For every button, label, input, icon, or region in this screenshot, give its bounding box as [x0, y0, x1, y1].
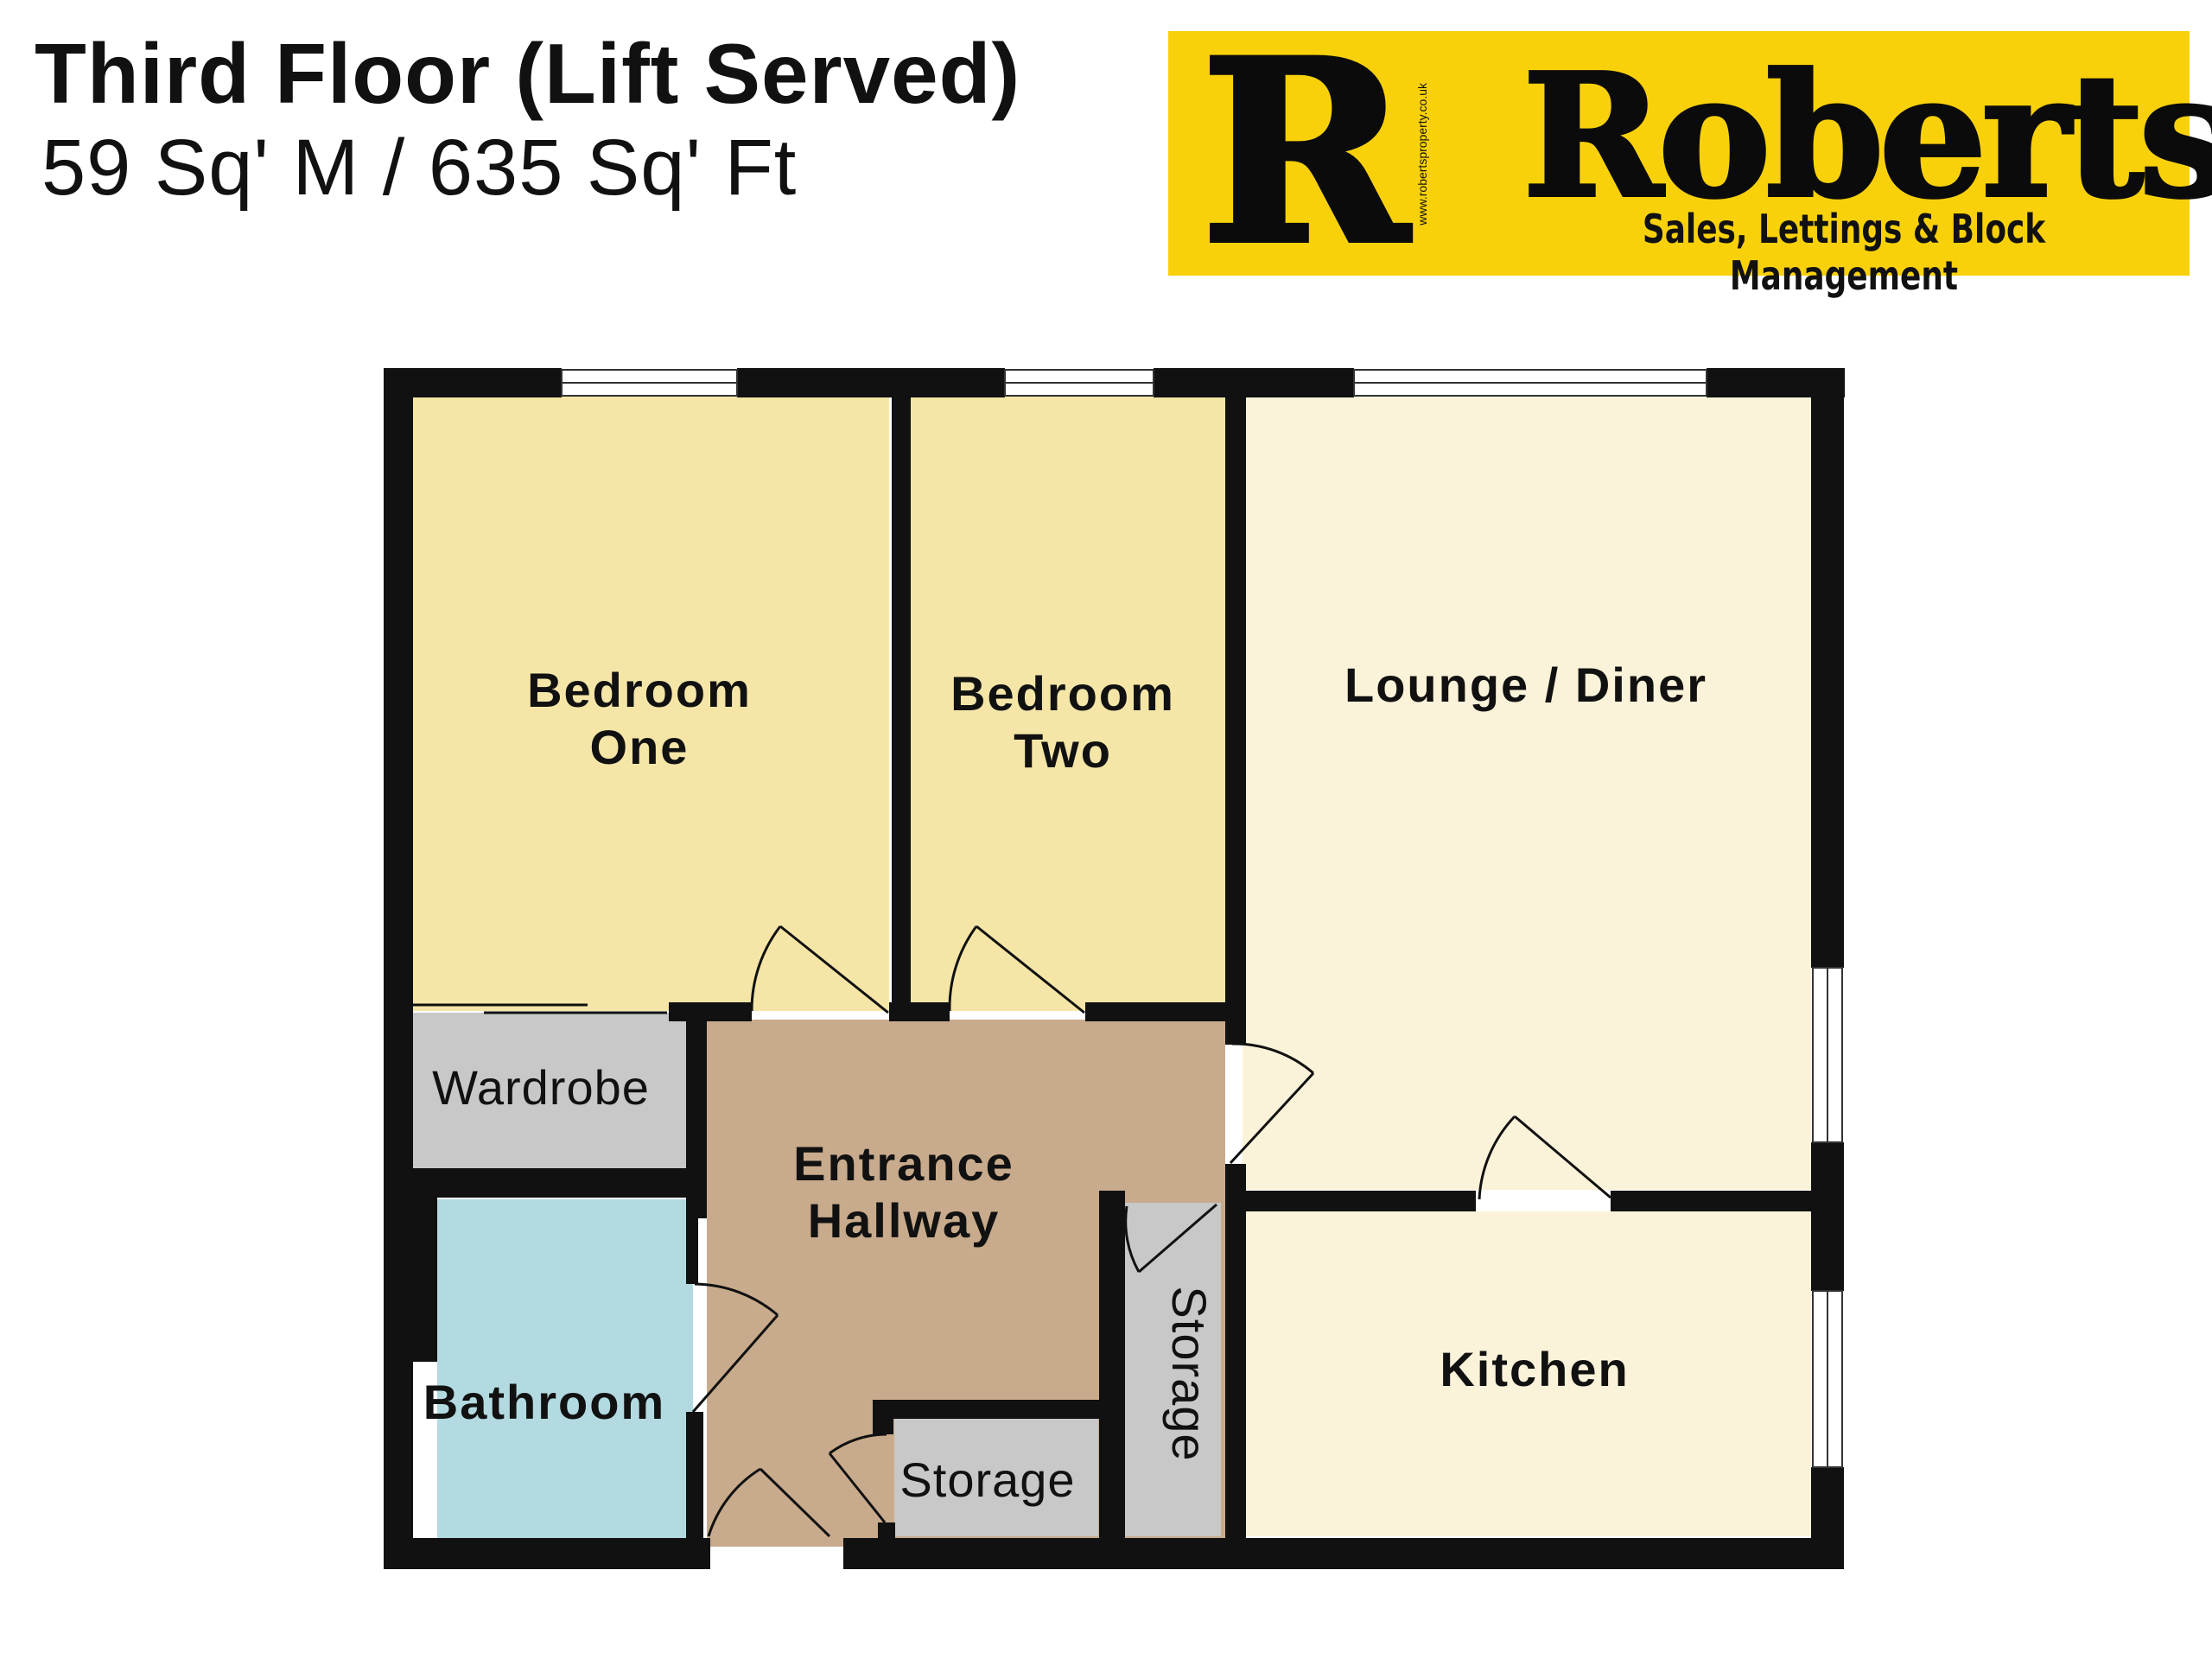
kitchen-room [1243, 1211, 1811, 1536]
bedroom-two-room [910, 397, 1225, 1011]
lounge-diner-label: Lounge / Diner [1344, 658, 1707, 712]
windows [561, 369, 1843, 1468]
floor-area: 59 Sq' M / 635 Sq' Ft [41, 124, 798, 212]
entrance-hallway-label-line2: Hallway [808, 1193, 1001, 1248]
bedroom-two-label-line2: Two [1014, 723, 1112, 778]
bedroom-two-label-line1: Bedroom [950, 666, 1175, 721]
logo-monogram: R [1198, 6, 1411, 300]
wardrobe-label: Wardrobe [432, 1060, 650, 1115]
storage-hall-room [894, 1419, 1098, 1536]
storage-hall-label: Storage [899, 1452, 1075, 1507]
plan-title: Third Floor (Lift Served) [35, 26, 1021, 121]
storage-vertical-room [1124, 1203, 1221, 1536]
logo-tagline: Sales, Lettings & Block Management [1642, 206, 2046, 299]
kitchen-label: Kitchen [1440, 1342, 1629, 1396]
entrance-hallway-label-line1: Entrance [793, 1136, 1014, 1191]
storage-vertical-label: Storage [1162, 1286, 1217, 1461]
bathroom-room [437, 1199, 693, 1538]
logo-name: Roberts [1521, 37, 2212, 236]
lounge-diner-room [1243, 397, 1811, 1190]
doors [691, 925, 1611, 1538]
bedroom-one-label-line2: One [590, 720, 690, 774]
bathroom-label: Bathroom [423, 1375, 665, 1429]
roberts-logo: R www.robertsproperty.co.uk Roberts Sale… [1168, 6, 2212, 300]
bedroom-one-room [411, 397, 889, 1011]
walls [384, 368, 1845, 1569]
wardrobe-sliding-doors [413, 1003, 667, 1014]
wardrobe-room [411, 1013, 686, 1168]
bedroom-one-label-line1: Bedroom [527, 663, 752, 717]
